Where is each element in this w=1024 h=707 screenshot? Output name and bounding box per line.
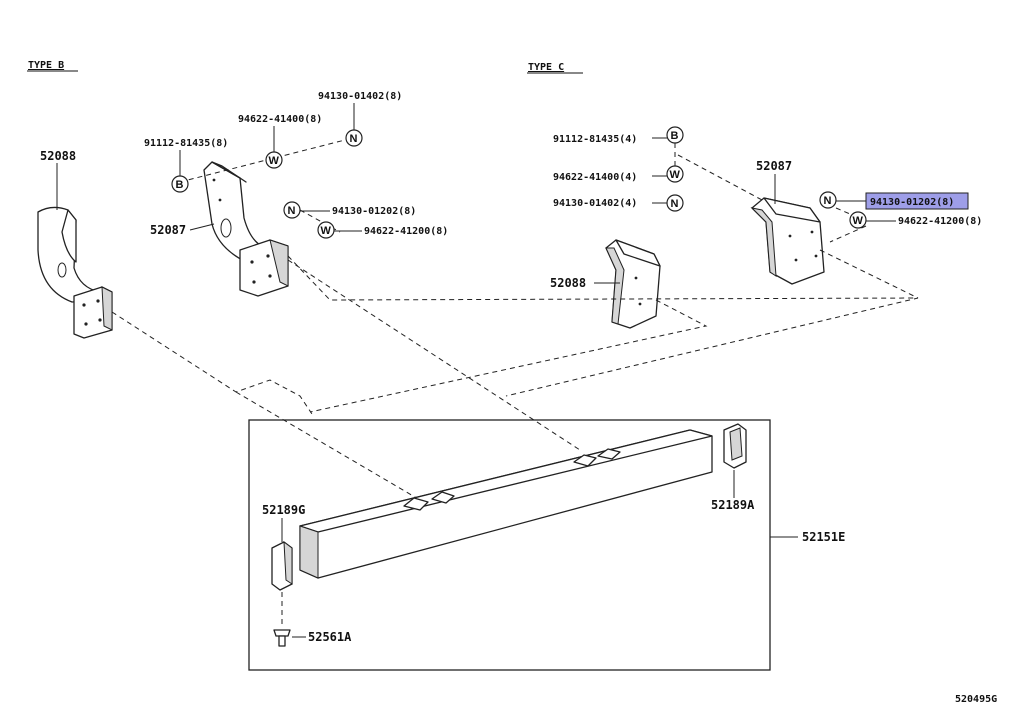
type-c-label-52087: 52087	[756, 159, 792, 173]
bolt-symbol: B	[176, 179, 184, 191]
type-c-label-52088: 52088	[550, 276, 586, 290]
clip-52561a-drawing	[273, 629, 291, 647]
nut-symbol: N	[671, 198, 679, 210]
assembly-frame	[248, 419, 771, 671]
type-c-bracket-52088-drawing	[605, 239, 661, 329]
type-b-label-washer-mid: 94622-41200(8)	[364, 226, 448, 237]
type-c-bracket-52087-drawing	[750, 197, 825, 285]
label-52561a: 52561A	[308, 630, 352, 644]
label-52151e: 52151E	[802, 530, 845, 544]
type-b-label-washer-top: 94622-41400(8)	[238, 114, 322, 125]
type-c-label-bolt: 91112-81435(4)	[553, 134, 637, 145]
type-b-label-nut-top: 94130-01402(8)	[318, 91, 402, 102]
type-b-label-52087: 52087	[150, 223, 186, 237]
label-52189a: 52189A	[711, 498, 755, 512]
type-c-label-washer-b: 94622-41200(8)	[898, 216, 982, 227]
diagram-id: 520495G	[955, 694, 997, 705]
bolt-symbol: B	[671, 130, 679, 142]
washer-symbol: W	[853, 215, 864, 227]
washer-symbol: W	[670, 169, 681, 181]
type-c-label-nut-b[interactable]: 94130-01202(8)	[870, 197, 954, 208]
bumper-52151e-drawing	[299, 429, 713, 579]
cap-52189g-drawing	[271, 540, 293, 591]
nut-symbol: N	[824, 195, 832, 207]
type-b-header: TYPE B	[28, 60, 64, 71]
type-b-label-nut-mid: 94130-01202(8)	[332, 206, 416, 217]
label-52189g: 52189G	[262, 503, 305, 517]
nut-symbol: N	[288, 205, 296, 217]
type-b-bracket-52087-drawing	[203, 161, 289, 297]
type-c-label-washer-a: 94622-41400(4)	[553, 172, 637, 183]
type-c-header: TYPE C	[528, 62, 564, 73]
type-b-label-52088: 52088	[40, 149, 76, 163]
cap-52189a-drawing	[723, 423, 747, 469]
type-b-bracket-52088-drawing	[37, 206, 113, 339]
type-c-label-nut-a: 94130-01402(4)	[553, 198, 637, 209]
washer-symbol: W	[269, 155, 280, 167]
nut-symbol: N	[350, 133, 358, 145]
washer-symbol: W	[321, 225, 332, 237]
type-b-label-bolt: 91112-81435(8)	[144, 138, 228, 149]
highlight-box	[865, 192, 969, 210]
